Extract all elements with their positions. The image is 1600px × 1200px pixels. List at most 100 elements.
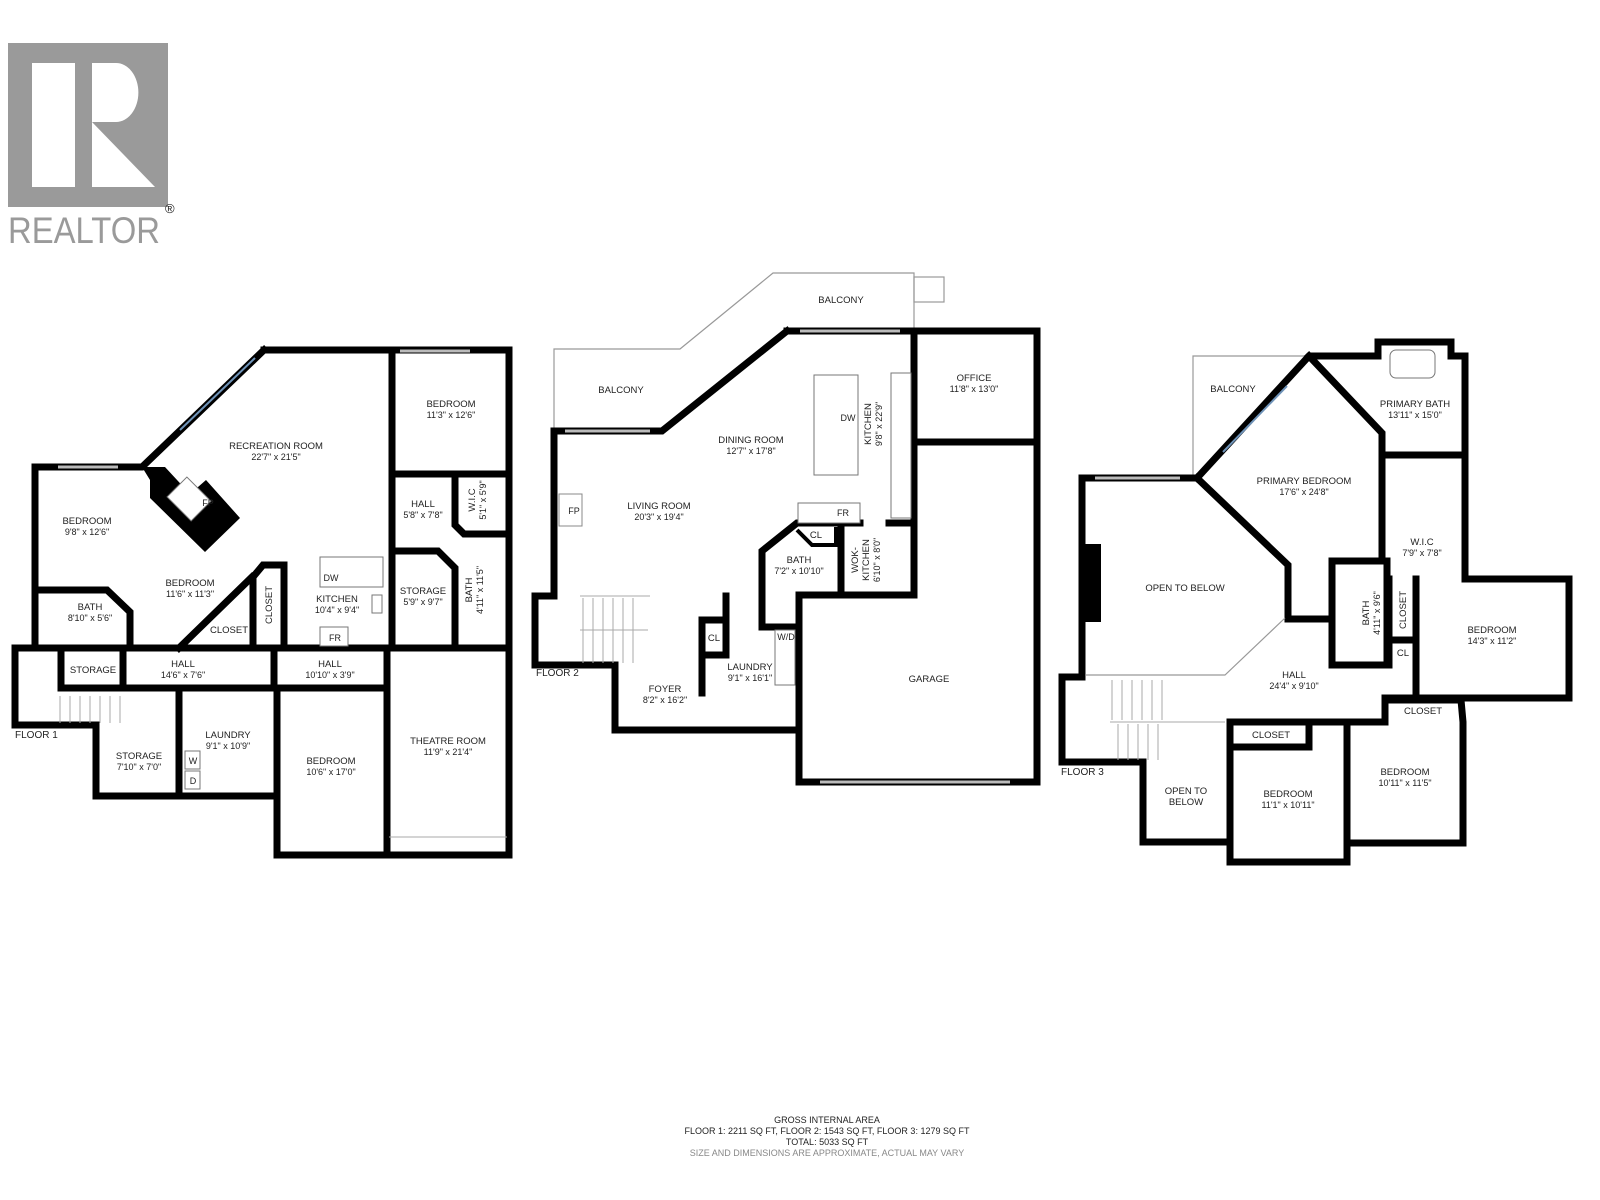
floor-areas: FLOOR 1: 2211 SQ FT, FLOOR 2: 1543 SQ FT…: [685, 1126, 970, 1136]
room-name: STORAGE: [400, 586, 446, 597]
room-name: W.I.C: [1410, 537, 1433, 548]
room-dims: 14'6" x 7'6": [161, 670, 205, 680]
room-name: GARAGE: [909, 674, 950, 685]
room-name: BEDROOM: [62, 516, 111, 527]
room-name: BEDROOM: [165, 578, 214, 589]
room-dims: 4'11" x 11'5": [475, 566, 485, 614]
washer-label: W: [189, 756, 198, 766]
room-dims: 11'8" x 13'0": [950, 384, 999, 394]
room-name: CLOSET: [1404, 706, 1442, 717]
room-dims: 11'1" x 10'11": [1261, 800, 1314, 810]
room-name: OPEN TO: [1165, 786, 1207, 797]
room-name: LAUNDRY: [205, 730, 251, 741]
room-name: BEDROOM: [1380, 767, 1429, 778]
dryer-label: D: [190, 776, 197, 786]
room-name: CLOSET: [1252, 730, 1290, 741]
room-name: FOYER: [649, 684, 682, 695]
room-dims: 11'9" x 21'4": [424, 747, 473, 757]
room-name: THEATRE ROOM: [410, 736, 486, 747]
room-name: BALCONY: [598, 385, 644, 396]
room-dims: 8'2" x 16'2": [643, 695, 687, 705]
room-name: KITCHEN: [863, 403, 874, 445]
room-name: PRIMARY BATH: [1380, 399, 1450, 410]
room-dims: 9'8" x 22'9": [874, 402, 884, 446]
logo-wordmark: REALTOR: [8, 210, 160, 251]
room-name: BATH: [464, 578, 475, 603]
room-dims: 6'10" x 8'0": [872, 538, 882, 582]
room-name: BEDROOM: [1467, 625, 1516, 636]
room-name: CLOSET: [210, 625, 248, 636]
registered-mark: ®: [165, 201, 175, 216]
room-dims: 7'10" x 7'0": [117, 762, 161, 772]
room-name: BATH: [78, 602, 103, 613]
room-name: CLOSET: [264, 586, 275, 624]
room-dims: 4'11" x 9'6": [1372, 591, 1382, 635]
room-name: BEDROOM: [1263, 789, 1312, 800]
room-name: BELOW: [1169, 797, 1203, 808]
room-dims: 17'6" x 24'8": [1279, 487, 1328, 497]
room-dims: 5'1" x 5'9": [478, 480, 488, 519]
room-dims: 9'1" x 16'1": [728, 673, 772, 683]
room-dims: 13'11" x 15'0": [1388, 410, 1442, 420]
floor-label: FLOOR 2: [536, 668, 579, 679]
fridge-label: FR: [837, 508, 849, 518]
room-name: BATH: [787, 555, 812, 566]
fireplace-label: FP: [568, 506, 580, 516]
room-dims: 22'7" x 21'5": [251, 452, 300, 462]
total-area: TOTAL: 5033 SQ FT: [786, 1137, 869, 1147]
room-name: BATH: [1361, 601, 1372, 626]
area-summary: GROSS INTERNAL AREA FLOOR 1: 2211 SQ FT,…: [685, 1115, 970, 1158]
room-dims: 10'11" x 11'5": [1378, 778, 1431, 788]
room-name: BEDROOM: [306, 756, 355, 767]
room-name: KITCHEN: [316, 594, 358, 605]
room-dims: 9'1" x 10'9": [206, 741, 250, 751]
room-dims: 11'6" x 11'3": [166, 589, 214, 599]
fridge-label: FR: [329, 633, 341, 643]
room-name: PRIMARY BEDROOM: [1257, 476, 1352, 487]
fireplace: [1084, 544, 1101, 622]
room-dims: 9'8" x 12'6": [65, 527, 109, 537]
floor-label: FLOOR 1: [15, 730, 58, 741]
room-dims: 11'3" x 12'6": [427, 410, 476, 420]
room-dims: 14'3" x 11'2": [1468, 636, 1517, 646]
room-dims: 10'10" x 3'9": [305, 670, 354, 680]
room-name: DINING ROOM: [718, 435, 784, 446]
room-dims: KITCHEN: [861, 539, 872, 581]
room-name: CL: [1397, 648, 1409, 659]
room-name: CL: [708, 633, 720, 644]
room-name: OFFICE: [957, 373, 992, 384]
room-name: STORAGE: [70, 665, 116, 676]
room-name: WOK-: [850, 547, 861, 573]
room-dims: 7'9" x 7'8": [1402, 548, 1441, 558]
room-dims: 8'10" x 5'6": [68, 613, 112, 623]
floor-label: FLOOR 3: [1061, 767, 1104, 778]
room-name: HALL: [171, 659, 195, 670]
room-dims: 10'6" x 17'0": [306, 767, 355, 777]
room-name: BALCONY: [818, 295, 864, 306]
room-name: BALCONY: [1210, 384, 1256, 395]
fireplace-label: FP: [202, 498, 214, 508]
room-name: BEDROOM: [426, 399, 475, 410]
disclaimer: SIZE AND DIMENSIONS ARE APPROXIMATE, ACT…: [690, 1148, 964, 1158]
floor-2-plan: FLOOR 2 BALCONY BALCONY DINING ROOM 12'7…: [531, 272, 1041, 786]
room-name: LAUNDRY: [727, 662, 773, 673]
room-dims: 5'8" x 7'8": [403, 510, 442, 520]
room-name: HALL: [411, 499, 435, 510]
room-name: HALL: [1282, 670, 1306, 681]
floor-3-plan: FLOOR 3 BALCONY PRIMARY BATH 13'11" x 15…: [1058, 338, 1573, 866]
washer-dryer-label: W/D: [777, 632, 795, 642]
dishwasher-label: DW: [841, 413, 856, 423]
room-name: W.I.C: [467, 488, 478, 511]
room-name: HALL: [318, 659, 342, 670]
room-name: STORAGE: [116, 751, 162, 762]
room-name: LIVING ROOM: [627, 501, 690, 512]
room-dims: 20'3" x 19'4": [634, 512, 683, 522]
room-dims: 12'7" x 17'8": [726, 446, 775, 456]
room-name: CL: [810, 530, 822, 541]
dishwasher-label: DW: [324, 573, 339, 583]
room-name: OPEN TO BELOW: [1145, 583, 1224, 594]
room-dims: 24'4" x 9'10": [1269, 681, 1318, 691]
area-title: GROSS INTERNAL AREA: [774, 1115, 880, 1125]
room-name: RECREATION ROOM: [229, 441, 323, 452]
